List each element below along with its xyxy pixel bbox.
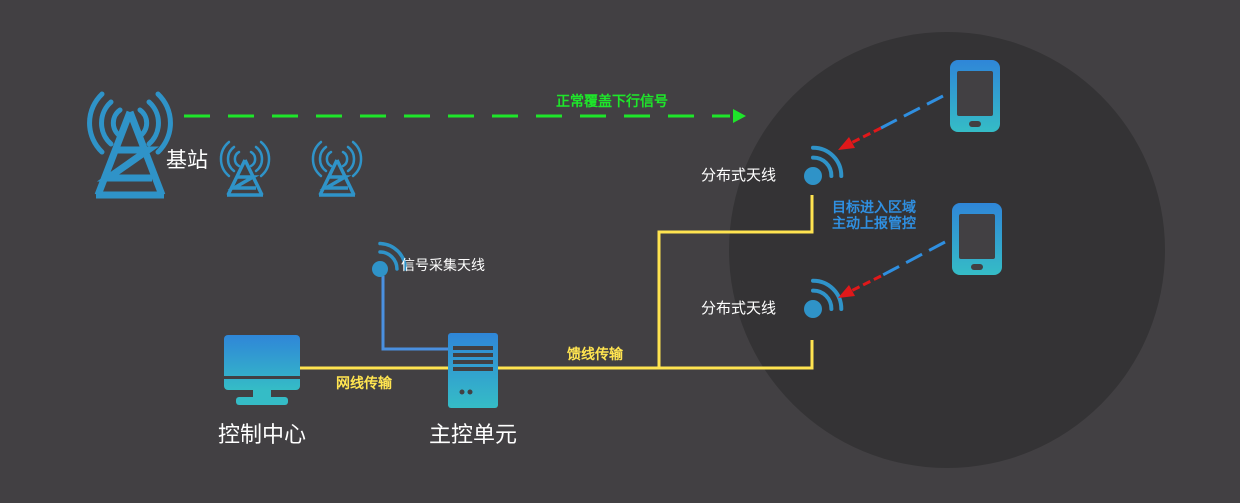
feeder-label: 馈线传输	[567, 346, 624, 363]
downlink-label: 正常覆盖下行信号	[556, 93, 668, 110]
uplink-arrow-2	[838, 240, 946, 298]
coverage-area	[729, 32, 1165, 468]
target-text-line2: 主动上报管控	[832, 215, 916, 232]
smartphone-icon	[950, 60, 1000, 132]
uplink-arrow-1	[838, 94, 944, 150]
feeder-lines	[299, 195, 814, 370]
wifi-antenna-icon	[804, 145, 844, 185]
network-label: 网线传输	[336, 375, 393, 392]
server-icon	[448, 333, 498, 408]
main-unit-label: 主控单元	[429, 423, 517, 448]
collect-antenna-line	[381, 276, 448, 351]
cell-tower-icon	[87, 91, 173, 199]
collect-antenna-label: 信号采集天线	[401, 257, 485, 274]
cell-tower-icon	[219, 140, 271, 197]
smartphone-icon	[952, 203, 1002, 275]
cell-tower-icon	[311, 140, 363, 197]
wifi-antenna-icon	[804, 278, 844, 318]
control-center-label: 控制中心	[218, 423, 306, 448]
monitor-icon	[224, 335, 300, 405]
downlink-arrow	[184, 109, 746, 123]
dist-antenna-1-label: 分布式天线	[701, 166, 776, 184]
base-station-label: 基站	[166, 148, 208, 172]
wifi-antenna-icon	[372, 241, 408, 277]
target-text-line1: 目标进入区域	[832, 199, 916, 216]
dist-antenna-2-label: 分布式天线	[701, 299, 776, 317]
